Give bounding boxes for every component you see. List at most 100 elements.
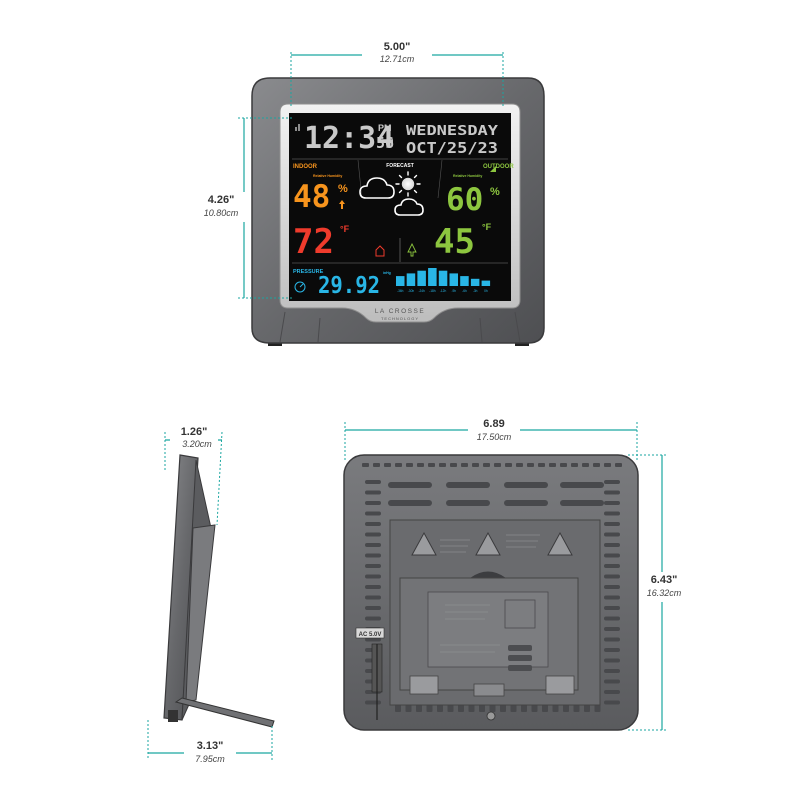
pressure-history-bar	[438, 270, 448, 286]
vent-slot	[450, 463, 457, 467]
back-side-vents-right	[604, 480, 620, 705]
back-stand-center	[473, 683, 505, 697]
pressure-history-label: -18h	[429, 289, 436, 293]
tree-icon	[407, 242, 417, 257]
vent-slot	[604, 616, 620, 621]
back-width-main: 6.89	[483, 418, 504, 430]
back-stand-left	[409, 675, 439, 695]
front-height-sub: 10.80cm	[204, 208, 239, 218]
pressure-history-bar	[460, 276, 469, 286]
vent-slot	[365, 564, 381, 568]
indoor-humidity-unit: %	[338, 183, 348, 195]
vent-slot	[405, 704, 412, 712]
pressure-history-bar	[396, 276, 405, 286]
vent-slot	[365, 595, 381, 600]
sun-icon	[395, 171, 421, 197]
side-stand	[174, 697, 275, 728]
vent-slot	[446, 500, 490, 506]
pressure-history-bar	[481, 280, 491, 286]
front-width-dimension: 5.00" 12.71cm	[290, 40, 504, 108]
vent-slot	[365, 522, 381, 526]
indoor-sub: Relative Humidity	[313, 174, 342, 178]
vent-slot	[479, 704, 485, 712]
vent-slot	[604, 658, 620, 663]
pressure-unit: inHg	[383, 271, 391, 275]
front-width-sub: 12.71cm	[380, 54, 415, 64]
vent-slot	[365, 543, 381, 547]
vent-slot	[538, 463, 545, 467]
forecast-frame-left	[357, 159, 363, 199]
signal-icon	[295, 124, 300, 131]
back-battery-compartment	[427, 591, 549, 668]
vent-slot	[516, 463, 523, 467]
outdoor-signal-icon	[490, 166, 496, 172]
pressure-label: PRESSURE	[293, 269, 324, 275]
vent-slot	[461, 463, 468, 467]
vent-slot	[439, 463, 446, 467]
vent-slot	[604, 627, 620, 631]
vent-slot	[604, 490, 620, 495]
back-hanger-center	[475, 531, 501, 556]
vent-slot	[560, 500, 604, 506]
vent-slot	[604, 463, 611, 467]
vent-slot	[468, 704, 475, 712]
pressure-dial-icon	[294, 281, 306, 293]
pressure-history-bar	[428, 268, 437, 286]
lcd-day: WEDNESDAY	[406, 124, 498, 139]
pressure-history-label: -30h	[408, 289, 415, 293]
vent-slot	[527, 463, 534, 467]
front-width-main: 5.00"	[384, 41, 411, 53]
indoor-temp-unit: °F	[340, 224, 350, 234]
outdoor-sub: Relative Humidity	[453, 174, 482, 178]
pressure-history-bar	[417, 270, 426, 286]
back-width-dimension: 6.89 17.50cm	[344, 416, 638, 460]
vent-slot	[604, 679, 620, 684]
front-lower-panel	[279, 311, 521, 343]
side-back-cover	[185, 524, 216, 703]
back-buttons	[508, 645, 532, 671]
vent-slot	[504, 500, 548, 506]
vent-slot	[604, 553, 620, 558]
vent-slot	[571, 463, 578, 467]
pressure-history-label: -12h	[440, 289, 447, 293]
vent-slot	[563, 704, 569, 712]
outdoor-temp-unit: °F	[482, 222, 492, 232]
vent-slot	[604, 648, 620, 652]
cloud-icon-large	[359, 177, 395, 199]
vent-slot	[384, 463, 391, 467]
vent-slot	[604, 511, 620, 516]
vent-slot	[560, 463, 567, 467]
vent-slot	[416, 704, 422, 712]
back-height-main: 6.43"	[651, 574, 678, 586]
vent-slot	[521, 704, 527, 712]
side-depth-base-dimension: 3.13" 7.95cm	[147, 720, 273, 768]
back-hanger-right	[547, 531, 573, 556]
forecast-label: FORECAST	[386, 163, 414, 169]
pressure-history-bar	[406, 273, 416, 286]
vent-slot	[549, 463, 556, 467]
side-foot	[168, 710, 178, 722]
vent-slot	[560, 482, 604, 488]
vent-slot	[417, 463, 424, 467]
vent-slot	[505, 463, 512, 467]
vent-slot	[365, 480, 381, 484]
vent-slot	[472, 463, 479, 467]
vent-slot	[604, 669, 620, 673]
vent-slot	[604, 585, 620, 589]
side-depth-top-dimension: 1.26" 3.20cm	[164, 425, 223, 526]
back-power-label-bg	[355, 627, 385, 639]
vent-slot	[604, 595, 620, 600]
back-top-vents	[362, 463, 622, 712]
outdoor-label: OUTDOOR	[483, 164, 514, 170]
vent-slot	[365, 616, 381, 621]
home-icon	[375, 245, 385, 257]
side-depth-base-main: 3.13"	[197, 740, 224, 752]
vent-slot	[604, 574, 620, 579]
vent-slot	[500, 704, 506, 712]
lcd-time: 12:34	[304, 121, 394, 156]
back-power-label: AC 5.0V	[359, 632, 382, 638]
vent-slot	[395, 463, 402, 467]
back-info-lines	[440, 604, 500, 653]
